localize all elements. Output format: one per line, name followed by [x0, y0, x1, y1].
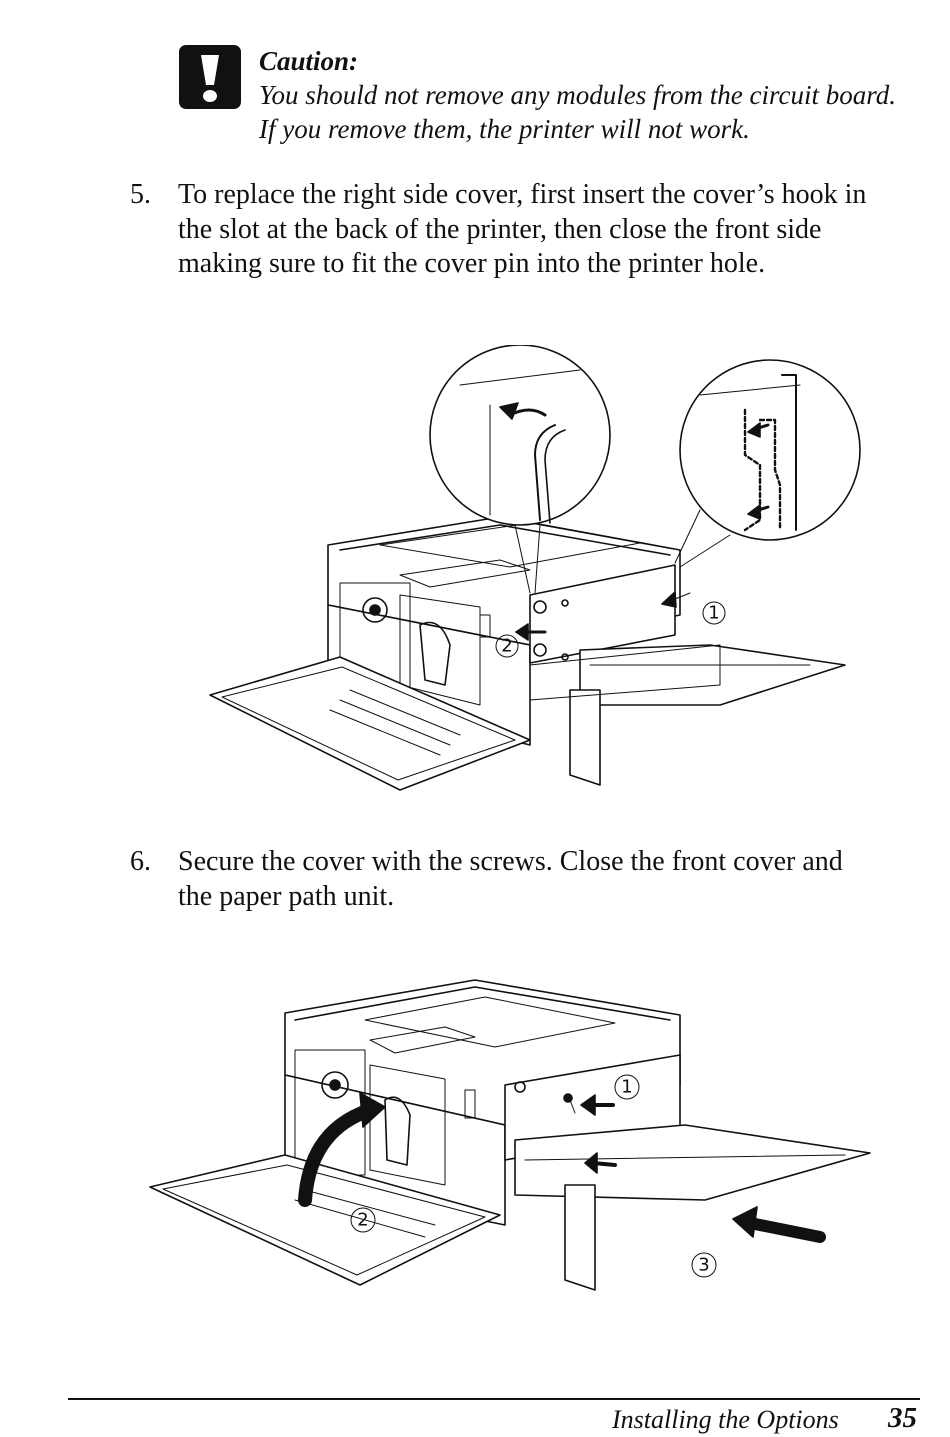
step-text-line: Secure the cover with the screws. Close … — [178, 846, 843, 877]
callout-label: 1 — [708, 603, 719, 624]
footer-section-title: Installing the Options — [612, 1405, 839, 1434]
caution-line: You should not remove any modules from t… — [259, 80, 896, 110]
callout-marker — [350, 1207, 376, 1233]
callout-marker — [495, 634, 519, 658]
caution-line: If you remove them, the printer will not… — [259, 114, 750, 144]
step-text-line: making sure to fit the cover pin into th… — [178, 248, 766, 279]
callout-marker — [691, 1252, 717, 1278]
printer-illustration — [149, 979, 871, 1291]
footer-rule — [68, 1398, 920, 1400]
step-5: 5. To replace the right side cover, firs… — [130, 178, 930, 282]
exclamation-icon — [179, 45, 241, 109]
step-number: 5. — [130, 179, 151, 210]
caution-note: Caution: You should not remove any modul… — [259, 44, 929, 146]
callout-label: 2 — [357, 1210, 368, 1231]
callout-label: 1 — [621, 1077, 632, 1098]
detail-cover-hook — [674, 359, 861, 568]
step-number: 6. — [130, 846, 151, 877]
step-text-line: the slot at the back of the printer, the… — [178, 213, 822, 245]
step-text-line: the paper path unit. — [178, 880, 395, 912]
step-text-line: To replace the right side cover, first i… — [178, 179, 867, 210]
page-number: 35 — [888, 1402, 917, 1434]
callout-label: 2 — [501, 636, 512, 657]
callout-label: 3 — [698, 1255, 709, 1276]
printer-illustration — [209, 516, 846, 791]
figure-replace-side-cover: 1 2 — [209, 345, 861, 791]
callout-marker — [614, 1074, 640, 1100]
detail-cover-pin — [429, 345, 611, 594]
callout-marker — [702, 601, 726, 625]
caution-title: Caution: — [259, 46, 359, 76]
step-6: 6. Secure the cover with the screws. Clo… — [130, 845, 930, 914]
figure-secure-cover: 1 2 3 — [149, 979, 871, 1291]
